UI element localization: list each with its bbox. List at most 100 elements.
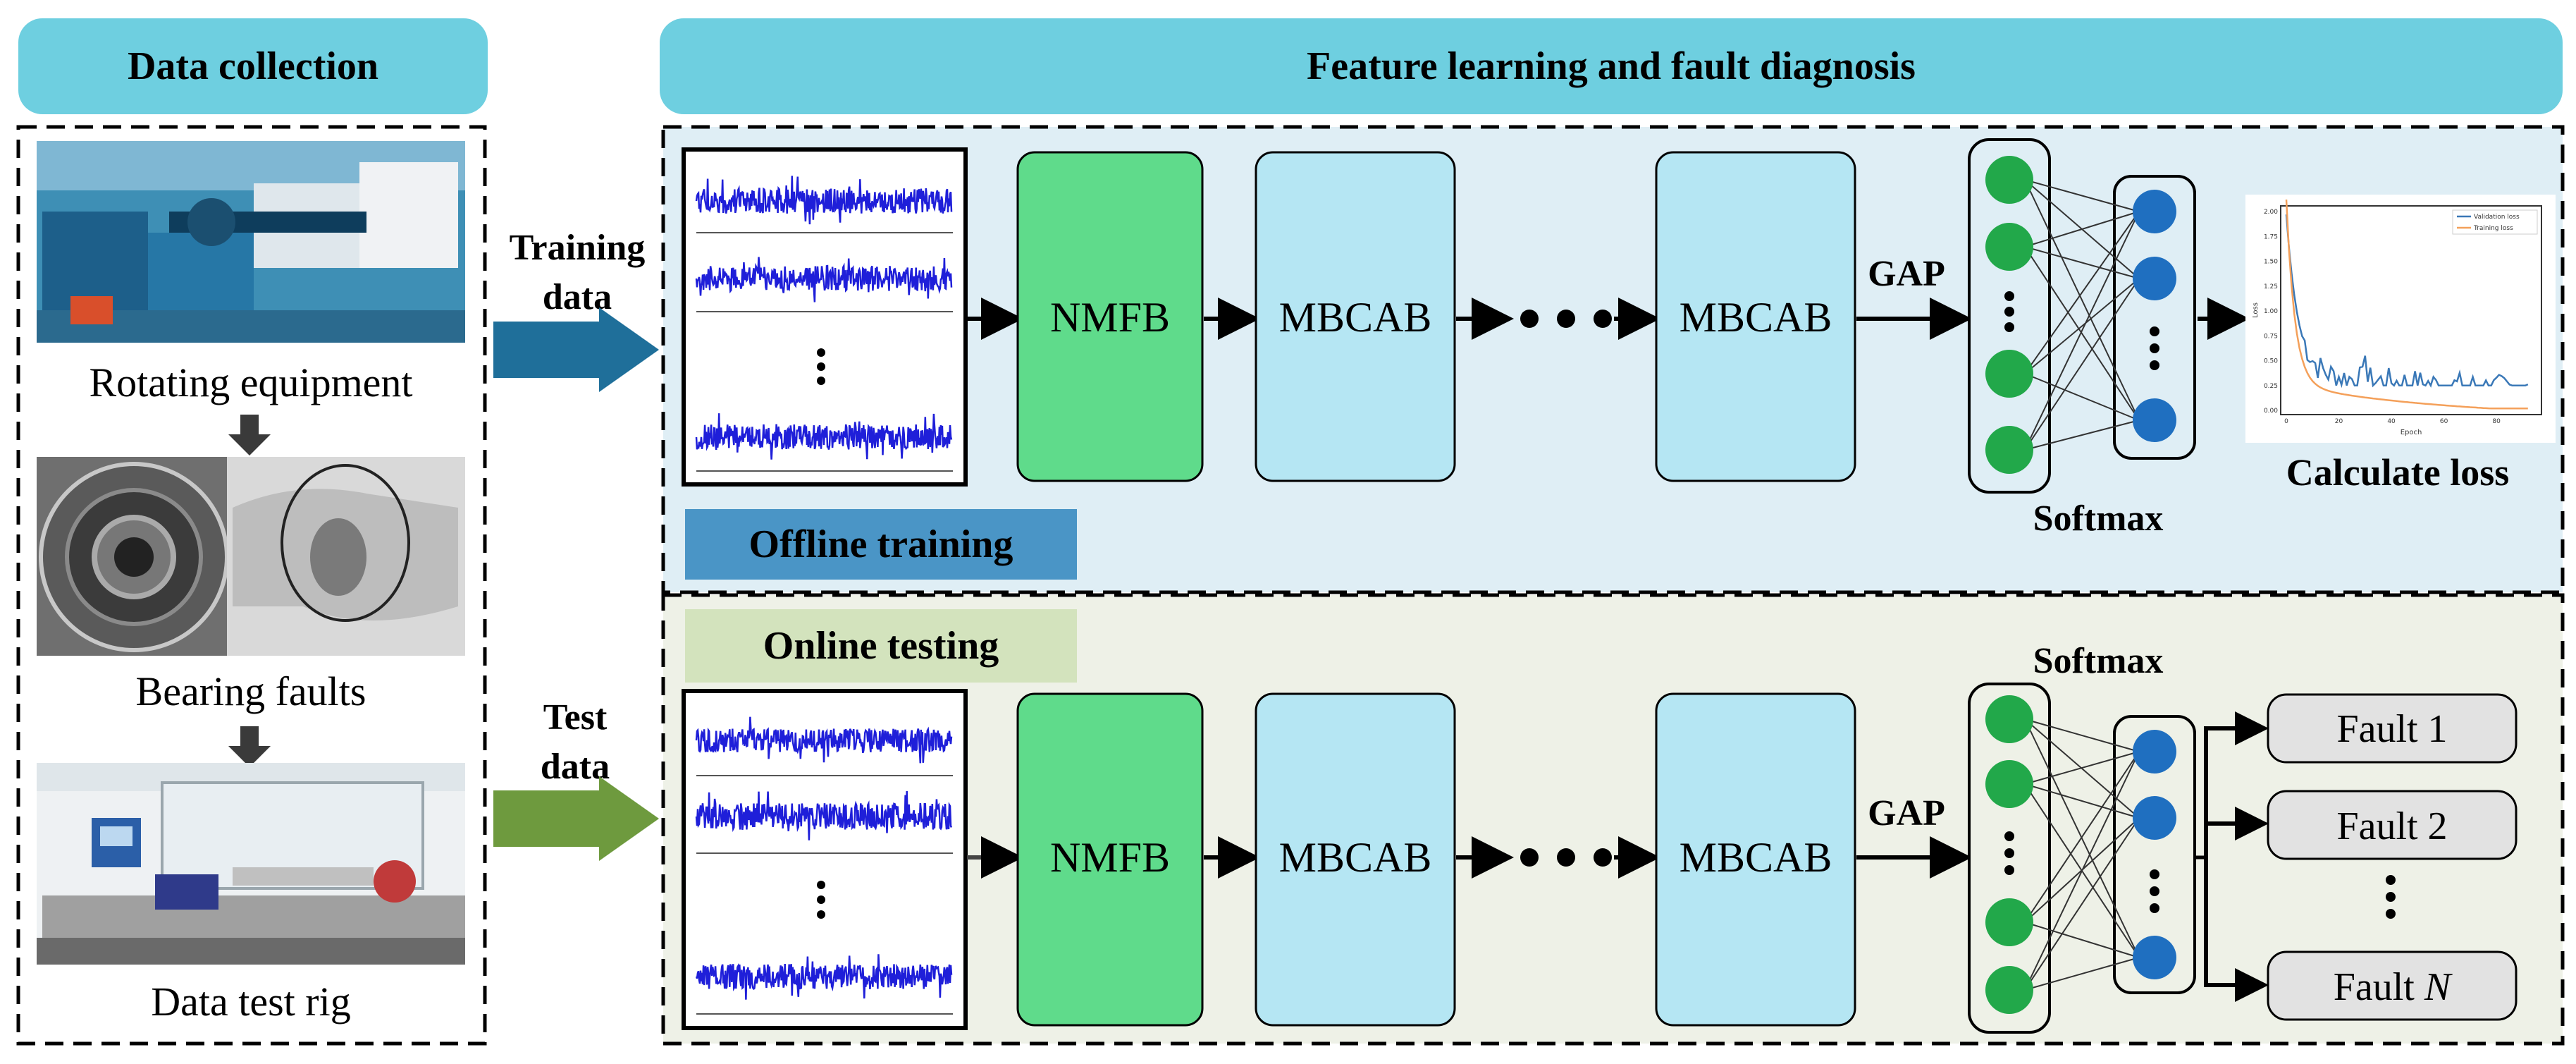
training-data-label-line1: Training — [510, 228, 646, 268]
blue-layer-ellipsis-dot — [2150, 903, 2159, 913]
offline-signal-dot-2 — [817, 362, 825, 371]
bearing-faults-label: Bearing faults — [136, 668, 366, 714]
bearing-faults-photo — [37, 457, 465, 656]
fc-connection — [2024, 751, 2140, 991]
online-mbcab-label-1: MBCAB — [1279, 834, 1432, 881]
down-arrow-1-shaft — [240, 415, 259, 436]
online-signal-2 — [695, 790, 953, 840]
online-nmfb-label: NMFB — [1050, 834, 1170, 881]
data-test-rig-photo — [37, 763, 465, 965]
training-data-arrow — [493, 307, 659, 392]
header-feature-learning: Feature learning and fault diagnosis — [1307, 44, 1916, 88]
fault-n-prefix: Fault — [2334, 965, 2424, 1009]
offline-nmfb-label: NMFB — [1050, 294, 1170, 341]
fc-connection — [2024, 246, 2140, 279]
test-data-arrow — [493, 776, 659, 861]
fault-n-variable: N — [2424, 965, 2453, 1009]
green-neuron — [1985, 223, 2033, 271]
test-data-label-line1: Test — [543, 697, 608, 738]
down-arrow-2-head — [228, 746, 271, 767]
fc-connection — [2024, 179, 2140, 212]
blue-neuron — [2133, 936, 2176, 979]
blue-layer-ellipsis-dot — [2150, 326, 2159, 336]
training-loss-line — [2285, 200, 2528, 410]
fc-connection — [2024, 718, 2140, 958]
online-softmax-label: Softmax — [2033, 641, 2164, 681]
blue-neuron — [2133, 190, 2176, 233]
loss-plot-yticks: 2.001.751.501.251.000.750.500.250.00 — [2264, 209, 2278, 415]
offline-softmax-label: Softmax — [2033, 499, 2164, 539]
rotating-equipment-photo — [37, 141, 465, 343]
fc-connection — [2024, 420, 2140, 451]
header-data-collection-box — [18, 18, 488, 114]
fc-connection — [2024, 278, 2140, 374]
green-neuron — [1985, 695, 2033, 743]
online-chain-dot-1 — [1520, 848, 1539, 867]
green-neuron — [1985, 760, 2033, 808]
online-chain-dot-2 — [1557, 848, 1575, 867]
fault-n-label: Fault N — [2334, 965, 2453, 1009]
online-fc-layers — [1968, 683, 2196, 1034]
blue-neuron — [2133, 730, 2176, 773]
rotating-equipment-label: Rotating equipment — [89, 360, 412, 405]
online-signal-3 — [695, 954, 953, 1000]
fc-connection — [2024, 211, 2140, 451]
green-layer-ellipsis-dot — [2004, 322, 2014, 332]
offline-chain-dot-3 — [1594, 310, 1612, 328]
loss-ytick-label: 1.25 — [2264, 283, 2278, 291]
fc-connection — [2024, 211, 2140, 247]
offline-blue-layer — [2113, 175, 2196, 460]
loss-ytick-label: 1.00 — [2264, 308, 2278, 315]
loss-ytick-label: 1.50 — [2264, 259, 2278, 266]
blue-layer-ellipsis-dot — [2150, 886, 2159, 896]
fault-ellipsis-dot-2 — [2386, 892, 2396, 902]
down-arrow-2-shaft — [240, 726, 259, 747]
online-mbcab-label-2: MBCAB — [1680, 834, 1832, 881]
online-signal-1 — [695, 716, 953, 764]
loss-ytick-label: 0.75 — [2264, 333, 2278, 340]
offline-mbcab-label-1: MBCAB — [1279, 294, 1432, 341]
online-signal-dot-3 — [817, 910, 825, 919]
test-data-label-line2: data — [541, 747, 610, 787]
offline-signal-3 — [695, 413, 953, 460]
fault-ellipsis-dot-3 — [2386, 909, 2396, 919]
data-collection-panel — [16, 125, 487, 1046]
header-data-collection: Data collection — [128, 44, 378, 88]
green-layer-ellipsis-dot — [2004, 865, 2014, 875]
green-neuron — [1985, 898, 2033, 946]
calculate-loss-label: Calculate loss — [2286, 451, 2510, 494]
online-testing-label-box — [685, 609, 1077, 683]
offline-signal-dot-1 — [817, 348, 825, 357]
fc-connection — [2024, 922, 2140, 958]
loss-xtick-label: 0 — [2284, 418, 2288, 425]
blue-layer-ellipsis-dot — [2150, 869, 2159, 879]
offline-nmfb-block — [1016, 151, 1204, 482]
loss-plot-legend — [2452, 209, 2538, 235]
header-feature-learning-box — [660, 18, 2563, 114]
validation-loss-line — [2285, 214, 2529, 389]
offline-signal-2 — [695, 257, 953, 302]
offline-signal-1 — [695, 176, 953, 225]
online-mbcab-block-2 — [1655, 692, 1856, 1027]
fault-2-box — [2267, 790, 2518, 860]
data-test-rig-label: Data test rig — [151, 979, 350, 1025]
loss-ytick-label: 0.00 — [2264, 408, 2278, 415]
fc-connection — [2024, 373, 2140, 421]
green-layer-ellipsis-dot — [2004, 291, 2014, 301]
fc-connection — [2024, 211, 2140, 374]
loss-xtick-label: 20 — [2335, 418, 2343, 425]
blue-layer-ellipsis-dot — [2150, 360, 2159, 370]
offline-training-label-box — [685, 509, 1077, 580]
fc-connection — [2024, 718, 2140, 752]
fault-n-box — [2267, 950, 2518, 1021]
fc-connection — [2024, 957, 2140, 991]
legend-validation-text: Validation loss — [2474, 214, 2520, 221]
legend-training-text: Training loss — [2473, 225, 2513, 232]
blue-neuron — [2133, 257, 2176, 300]
fault-1-box — [2267, 693, 2518, 764]
loss-xtick-label: 40 — [2387, 418, 2396, 425]
fc-connection — [2024, 817, 2140, 991]
online-testing-label: Online testing — [763, 624, 999, 668]
